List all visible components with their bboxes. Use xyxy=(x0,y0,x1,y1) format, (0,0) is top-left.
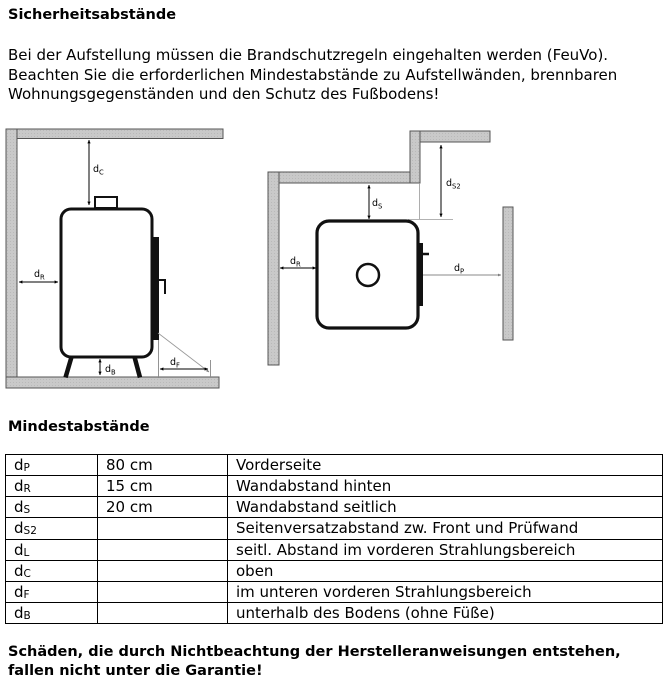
description-cell: Seitenversatzabstand zw. Front und Prüfw… xyxy=(227,517,663,540)
top-view-diagram: dS2 dS dR dP xyxy=(267,130,514,366)
stove-leg-right xyxy=(132,356,143,379)
table-row: dP 80 cm Vorderseite xyxy=(5,453,663,477)
table-row: dF im unteren vorderen Strahlungsbereich xyxy=(5,580,663,603)
table-row: dL seitl. Abstand im vorderen Strahlungs… xyxy=(5,538,663,561)
value-cell xyxy=(97,601,228,625)
symbol-cell: dR xyxy=(5,475,98,498)
value-cell: 20 cm xyxy=(97,496,228,519)
description-cell: im unteren vorderen Strahlungsbereich xyxy=(227,580,663,603)
stove-leg-left xyxy=(63,356,74,379)
value-cell xyxy=(97,580,228,603)
stove-door-front xyxy=(152,237,159,340)
description-cell: oben xyxy=(227,559,663,582)
clearance-table: dP 80 cm Vorderseite dR 15 cm Wandabstan… xyxy=(5,453,663,625)
symbol-cell: dB xyxy=(5,601,98,625)
dc-label: dC xyxy=(93,164,104,177)
symbol-cell: dS xyxy=(5,496,98,519)
stove-door-handle-front xyxy=(159,279,166,294)
top-rear-wall xyxy=(267,171,421,184)
intro-line-2: Beachten Sie die erforderlichen Mindesta… xyxy=(8,65,618,84)
flue-circle xyxy=(355,262,381,288)
description-cell: Wandabstand hinten xyxy=(227,475,663,498)
symbol-cell: dF xyxy=(5,580,98,603)
front-view-diagram: dC dR dB dF xyxy=(5,128,224,389)
dr-label-top: dR xyxy=(290,256,301,269)
description-cell: Vorderseite xyxy=(227,453,663,477)
stove-flue-stub xyxy=(94,196,118,209)
description-cell: seitl. Abstand im vorderen Strahlungsber… xyxy=(227,538,663,561)
symbol-cell: dS2 xyxy=(5,517,98,540)
value-cell xyxy=(97,538,228,561)
front-ceiling-wall xyxy=(5,128,224,139)
value-cell: 15 cm xyxy=(97,475,228,498)
description-cell: unterhalb des Bodens (ohne Füße) xyxy=(227,601,663,625)
top-side-wall xyxy=(267,171,280,366)
dp-label: dP xyxy=(454,263,464,276)
front-rear-wall xyxy=(5,128,18,389)
value-cell xyxy=(97,559,228,582)
top-test-wall xyxy=(502,206,514,341)
dr-label-front: dR xyxy=(34,269,45,282)
page-title: Sicherheitsabstände xyxy=(8,7,177,23)
table-row: dB unterhalb des Bodens (ohne Füße) xyxy=(5,601,663,625)
df-label: dF xyxy=(170,357,180,370)
description-cell: Wandabstand seitlich xyxy=(227,496,663,519)
top-offset-wall-stub xyxy=(409,130,421,184)
db-label: dB xyxy=(105,364,116,377)
symbol-cell: dP xyxy=(5,453,98,477)
table-row: dC oben xyxy=(5,559,663,582)
front-floor xyxy=(5,376,220,389)
value-cell xyxy=(97,517,228,540)
value-cell: 80 cm xyxy=(97,453,228,477)
intro-line-3: Wohnungsgegenständen und den Schutz des … xyxy=(8,85,440,103)
symbol-cell: dL xyxy=(5,538,98,561)
section-title-mindestabstaende: Mindestabstände xyxy=(8,419,150,435)
intro-line-1: Bei der Aufstellung müssen die Brandschu… xyxy=(8,46,609,64)
table-row: dS 20 cm Wandabstand seitlich xyxy=(5,496,663,519)
stove-body-front xyxy=(59,207,154,359)
symbol-cell: dC xyxy=(5,559,98,582)
stove-door-top xyxy=(416,243,423,306)
clearance-diagrams: dC dR dB dF dS2 dS dR dP xyxy=(5,128,514,389)
table-row: dR 15 cm Wandabstand hinten xyxy=(5,475,663,498)
warning-line-1: Schäden, die durch Nichtbeachtung der He… xyxy=(8,644,621,660)
top-offset-wall xyxy=(409,130,491,143)
ds2-label: dS2 xyxy=(446,178,461,191)
ds-label: dS xyxy=(372,198,382,211)
table-row: dS2 Seitenversatzabstand zw. Front und P… xyxy=(5,517,663,540)
warning-line-2: fallen nicht unter die Garantie! xyxy=(8,663,263,679)
